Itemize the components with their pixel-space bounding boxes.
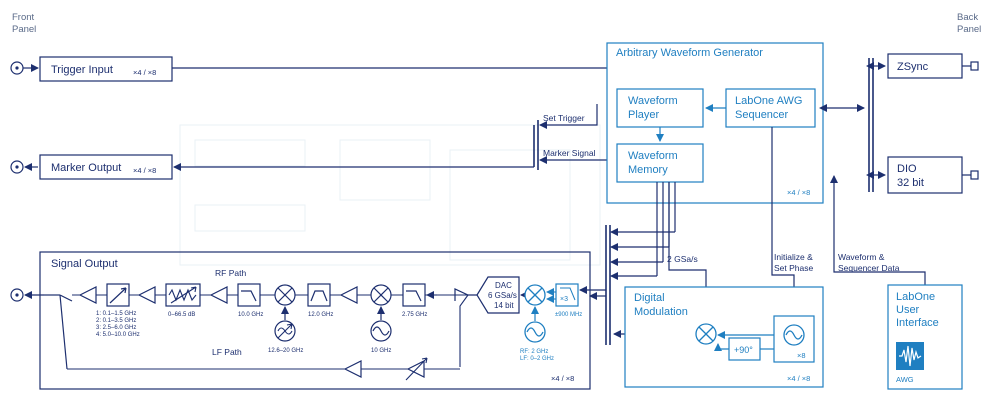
bandpass-filter-icon [307, 283, 331, 307]
awg-app-icon[interactable]: AWG [896, 342, 924, 384]
zsync-connector-icon[interactable] [970, 61, 979, 71]
svg-text:Modulation: Modulation [634, 306, 688, 318]
svg-text:×4 / ×8: ×4 / ×8 [133, 166, 156, 175]
background-ghost [179, 124, 601, 266]
svg-text:14 bit: 14 bit [494, 301, 514, 310]
band-list: 1: 0.1–1.5 GHz 2: 0.1–3.5 GHz 3: 2.5–6.0… [96, 311, 140, 338]
svg-text:Back: Back [957, 12, 978, 23]
mixer-icon [370, 284, 392, 306]
dio-connector-icon[interactable] [970, 170, 979, 180]
trigger-input-block: Trigger Input ×4 / ×8 [39, 56, 173, 82]
svg-text:Panel: Panel [957, 24, 981, 35]
dac-block: DAC 6 GSa/s 14 bit [476, 276, 520, 314]
oscillator-icon [370, 320, 392, 342]
svg-text:Digital: Digital [634, 292, 665, 304]
svg-text:Front: Front [12, 12, 35, 23]
svg-text:Interface: Interface [896, 317, 939, 329]
svg-text:LabOne: LabOne [896, 291, 935, 303]
svg-text:LabOne AWG: LabOne AWG [735, 95, 802, 107]
back-panel-label: Back Panel [957, 12, 981, 35]
svg-text:DAC: DAC [495, 281, 512, 290]
lp10-label: 10.0 GHz [238, 312, 263, 318]
upconversion-mixer-icon [524, 284, 546, 306]
svg-text:Signal Output: Signal Output [51, 258, 118, 270]
svg-text:Waveform: Waveform [628, 150, 678, 162]
svg-text:×4 / ×8: ×4 / ×8 [551, 374, 574, 383]
mixer-icon [274, 284, 296, 306]
lf-variable-amplifier-icon [405, 357, 428, 381]
dm-mixer-icon [695, 323, 717, 345]
svg-text:Player: Player [628, 109, 660, 121]
svg-text:6 GSa/s: 6 GSa/s [488, 291, 517, 300]
rf-lf-osc-label: RF: 2 GHz LF: 0–2 GHz [520, 349, 554, 362]
gsa-label: 2 GSa/s [667, 254, 698, 264]
svg-text:×4 / ×8: ×4 / ×8 [787, 374, 810, 383]
amplifier-icon [339, 286, 358, 304]
dm-oscillator-block: ×8 [773, 315, 815, 363]
atten-label: 0–66.5 dB [168, 312, 195, 318]
amplifier-icon [209, 286, 228, 304]
dio-block: DIO 32 bit [887, 156, 963, 194]
svg-text:×4 / ×8: ×4 / ×8 [133, 68, 156, 77]
zsync-block: ZSync [887, 53, 963, 79]
lowpass-filter-icon [402, 283, 426, 307]
interpolation-block: ×3 [555, 283, 579, 307]
lo1-label: 12.6–20 GHz [268, 348, 303, 354]
svg-text:Marker Output: Marker Output [51, 162, 121, 174]
labone-ui-block: LabOne User Interface [887, 284, 963, 390]
sequencer-block: LabOne AWG Sequencer [725, 88, 816, 128]
marker-output-block: Marker Output ×4 / ×8 [39, 154, 173, 180]
svg-text:3: 2.5–6.0 GHz: 3: 2.5–6.0 GHz [96, 325, 136, 331]
signal-output-block: Signal Output ×4 / ×8 [39, 251, 591, 390]
svg-text:Panel: Panel [12, 24, 36, 35]
phase-shift-block: +90° [728, 337, 761, 361]
svg-text:×3: ×3 [560, 296, 568, 303]
svg-text:Waveform: Waveform [628, 95, 678, 107]
svg-text:×8: ×8 [797, 351, 806, 360]
init-phase-label: Initialize & Set Phase [774, 252, 815, 273]
svg-text:Trigger Input: Trigger Input [51, 64, 113, 76]
marker-signal-label: Marker Signal [543, 148, 596, 158]
svg-text:User: User [896, 304, 920, 316]
lowpass-filter-icon [237, 283, 261, 307]
set-trigger-label: Set Trigger [543, 113, 585, 123]
svg-text:Arbitrary Waveform Generator: Arbitrary Waveform Generator [616, 47, 763, 59]
attenuator-icon [165, 283, 201, 307]
svg-text:Sequencer: Sequencer [735, 109, 789, 121]
waveform-memory-block: Waveform Memory [616, 143, 704, 183]
rf-path-label: RF Path [215, 268, 246, 278]
lf-path-label: LF Path [212, 347, 242, 357]
svg-text:ZSync: ZSync [897, 61, 929, 73]
tunable-oscillator-icon [274, 320, 296, 342]
svg-text:×4 / ×8: ×4 / ×8 [787, 188, 810, 197]
svg-text:Memory: Memory [628, 164, 668, 176]
svg-text:4: 5.0–10.0 GHz: 4: 5.0–10.0 GHz [96, 332, 140, 338]
amplifier-icon [137, 286, 156, 304]
lp275-label: 2.75 GHz [402, 312, 427, 318]
nco-oscillator-icon [524, 321, 546, 343]
wave-seq-label: Waveform & Sequencer Data [838, 252, 900, 273]
svg-text:AWG: AWG [896, 375, 914, 384]
signal-output-connector-icon[interactable] [10, 288, 24, 302]
svg-text:1: 0.1–1.5 GHz: 1: 0.1–1.5 GHz [96, 311, 136, 317]
bp12-label: 12.0 GHz [308, 312, 333, 318]
band-filter-icon [106, 283, 130, 307]
svg-text:+90°: +90° [734, 345, 753, 355]
pm900-label: ±900 MHz [555, 312, 582, 318]
svg-text:2: 0.1–3.5 GHz: 2: 0.1–3.5 GHz [96, 318, 136, 324]
svg-text:32 bit: 32 bit [897, 177, 924, 189]
svg-text:DIO: DIO [897, 163, 917, 175]
waveform-player-block: Waveform Player [616, 88, 704, 128]
lo2-label: 10 GHz [371, 348, 391, 354]
trigger-connector-icon[interactable] [10, 61, 24, 75]
front-panel-label: Front Panel [12, 12, 36, 35]
lf-amplifier-icon [343, 360, 362, 378]
marker-connector-icon[interactable] [10, 160, 24, 174]
amplifier-icon [78, 286, 97, 304]
